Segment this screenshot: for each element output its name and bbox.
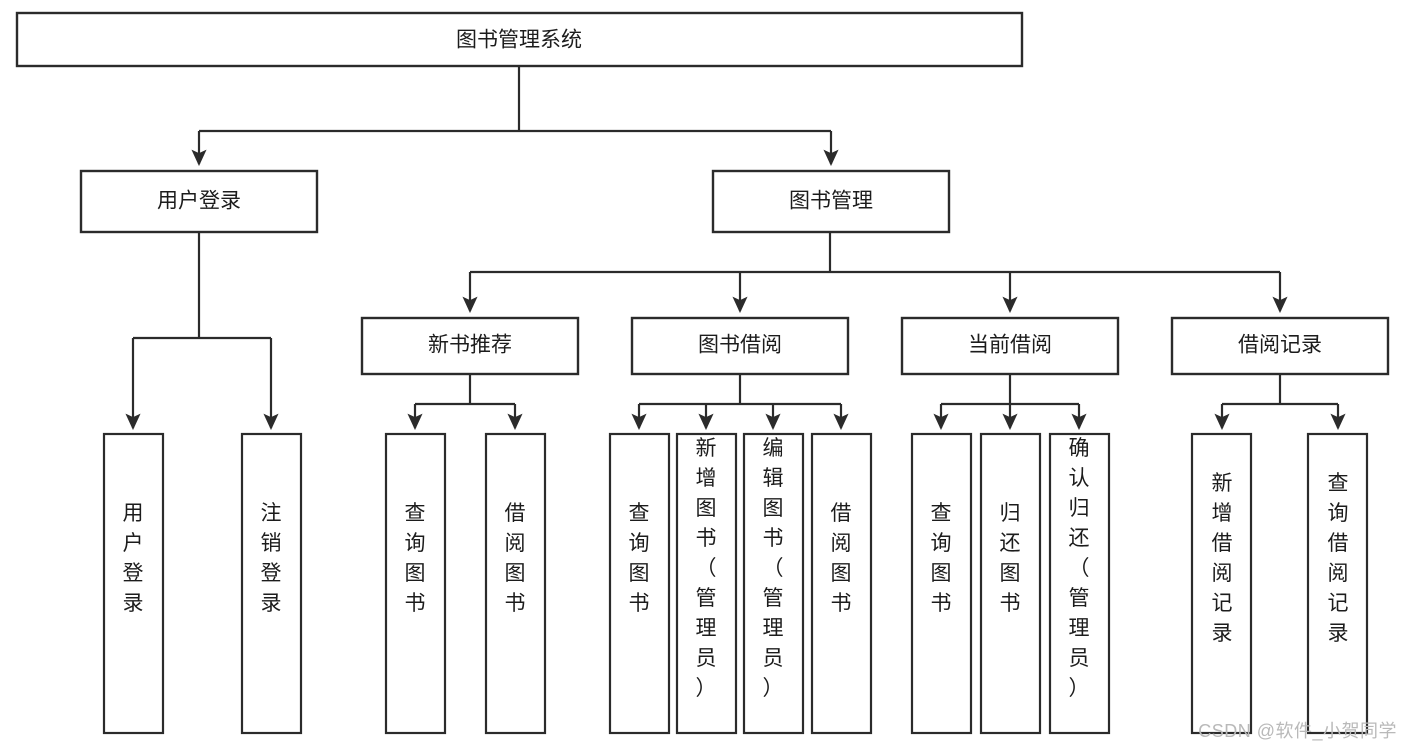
node-book-borrow-label: 图书借阅 xyxy=(698,334,782,357)
connector-book-borrow-to-leaves xyxy=(631,374,849,431)
node-book-borrow[interactable]: 图书借阅 xyxy=(630,316,850,376)
leaf-new-book-recommend-1[interactable]: 借阅图书 xyxy=(484,432,547,735)
node-borrow-record-label: 借阅记录 xyxy=(1238,334,1322,357)
leaf-user-login-0-label: 用户登录 xyxy=(123,502,144,615)
leaf-new-book-recommend-0-label: 查询图书 xyxy=(405,502,426,615)
node-new-book-recommend[interactable]: 新书推荐 xyxy=(360,316,580,376)
leaf-user-login-0[interactable]: 用户登录 xyxy=(102,432,165,735)
leaf-user-login-1[interactable]: 注销登录 xyxy=(240,432,303,735)
node-book-management-label: 图书管理 xyxy=(789,190,873,213)
leaf-current-borrow-0[interactable]: 查询图书 xyxy=(910,432,973,735)
node-user-login[interactable]: 用户登录 xyxy=(79,169,319,234)
leaf-book-borrow-1[interactable]: 新增图书（管理员） xyxy=(675,432,738,735)
leaf-book-borrow-3[interactable]: 借阅图书 xyxy=(810,432,873,735)
leaf-user-login-1-label: 注销登录 xyxy=(261,502,282,615)
connector-new-book-to-leaves xyxy=(407,374,523,431)
leaf-borrow-record-1[interactable]: 查询借阅记录 xyxy=(1306,432,1369,735)
connector-book-mgmt-to-level3 xyxy=(462,232,1288,314)
node-root-system[interactable]: 图书管理系统 xyxy=(15,11,1024,68)
leaf-current-borrow-1[interactable]: 归还图书 xyxy=(979,432,1042,735)
leaf-borrow-record-1-label: 查询借阅记录 xyxy=(1328,472,1349,645)
connector-root-to-level2 xyxy=(191,66,839,167)
connector-borrow-record-to-leaves xyxy=(1214,374,1346,431)
connector-user-login-to-leaves xyxy=(125,232,279,431)
leaf-book-borrow-0-label: 查询图书 xyxy=(629,502,650,615)
leaf-borrow-record-0-label: 新增借阅记录 xyxy=(1212,472,1233,645)
connector-current-borrow-to-leaves xyxy=(933,374,1087,431)
node-root-system-label: 图书管理系统 xyxy=(456,29,582,52)
leaf-borrow-record-0[interactable]: 新增借阅记录 xyxy=(1190,432,1253,735)
node-book-management[interactable]: 图书管理 xyxy=(711,169,951,234)
leaf-current-borrow-2[interactable]: 确认归还（管理员） xyxy=(1048,432,1111,735)
leaf-book-borrow-1-label: 新增图书（管理员） xyxy=(696,437,717,700)
leaf-book-borrow-2-label: 编辑图书（管理员） xyxy=(763,437,784,700)
node-user-login-label: 用户登录 xyxy=(157,190,241,213)
leaf-current-borrow-0-label: 查询图书 xyxy=(931,502,952,615)
leaf-book-borrow-0[interactable]: 查询图书 xyxy=(608,432,671,735)
node-borrow-record[interactable]: 借阅记录 xyxy=(1170,316,1390,376)
leaf-book-borrow-3-label: 借阅图书 xyxy=(831,502,852,615)
node-current-borrow[interactable]: 当前借阅 xyxy=(900,316,1120,376)
leaf-current-borrow-1-label: 归还图书 xyxy=(1000,502,1021,615)
leaf-new-book-recommend-1-label: 借阅图书 xyxy=(505,502,526,615)
node-current-borrow-label: 当前借阅 xyxy=(968,334,1052,357)
leaf-book-borrow-2[interactable]: 编辑图书（管理员） xyxy=(742,432,805,735)
leaf-current-borrow-2-label: 确认归还（管理员） xyxy=(1069,437,1090,700)
leaf-new-book-recommend-0[interactable]: 查询图书 xyxy=(384,432,447,735)
node-new-book-recommend-label: 新书推荐 xyxy=(428,334,512,357)
